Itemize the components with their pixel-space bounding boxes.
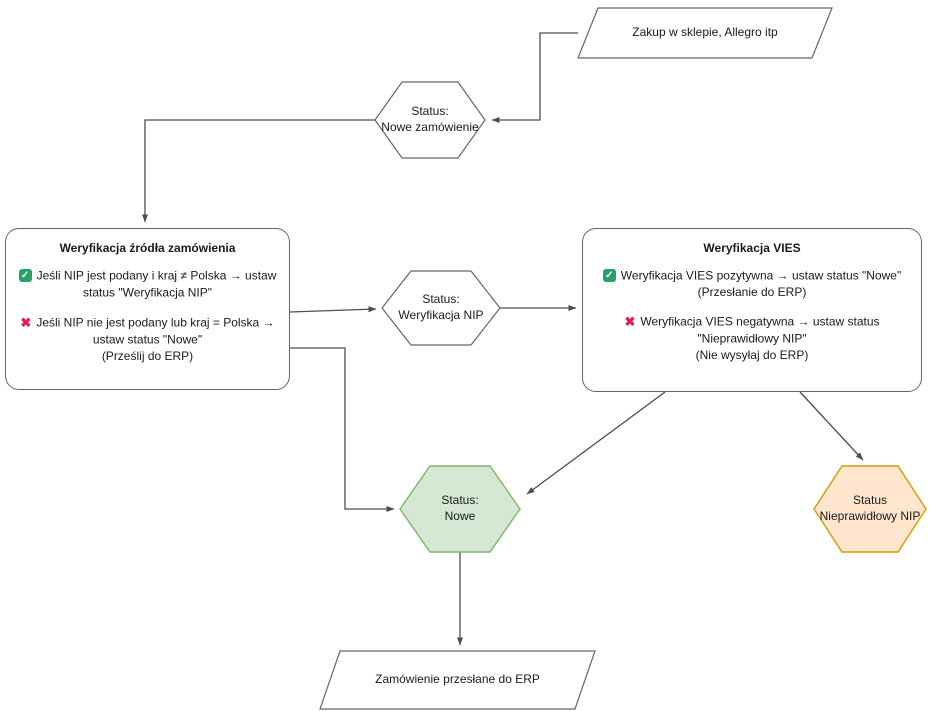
- check-icon: ✓: [602, 269, 616, 283]
- vies-negative-note: (Nie wysyłaj do ERP): [695, 347, 809, 362]
- status-nip-verification-hexagon: [381, 270, 501, 346]
- arrow-vies-to-status-invalid-nip: [799, 391, 864, 461]
- check-icon: ✓: [18, 269, 32, 283]
- source-verification-box: Weryfikacja źródła zamówienia ✓ Jeśli NIP…: [5, 228, 290, 390]
- arrow-source-verification-to-status-nip: [289, 306, 377, 313]
- order-sent-parallelogram: [319, 650, 596, 710]
- vies-negative-text: Weryfikacja VIES negatywna → ustaw statu…: [640, 314, 880, 346]
- source-verification-title: Weryfikacja źródła zamówienia: [59, 241, 236, 255]
- vies-negative-rule: ✖Weryfikacja VIES negatywna → ustaw stat…: [593, 313, 911, 363]
- status-new-order-hexagon: [374, 81, 486, 159]
- source-verification-positive-rule: ✓ Jeśli NIP jest podany i kraj ≠ Polska →…: [16, 267, 279, 301]
- status-new-hexagon: [399, 465, 521, 553]
- source-verification-positive-text: Jeśli NIP jest podany i kraj ≠ Polska → …: [36, 268, 277, 300]
- arrow-status-new-order-to-source-verification: [142, 119, 375, 223]
- vies-verification-title: Weryfikacja VIES: [703, 241, 801, 255]
- source-verification-negative-note: (Prześlij do ERP): [101, 348, 194, 363]
- arrow-vies-to-status-new: [526, 391, 666, 495]
- vies-verification-box: Weryfikacja VIES ✓ Weryfikacja VIES pozyt…: [582, 228, 922, 392]
- vies-positive-text: Weryfikacja VIES pozytywna → ustaw statu…: [620, 268, 902, 283]
- status-invalid-nip-hexagon: [813, 465, 927, 553]
- cross-icon: ✖: [20, 315, 32, 331]
- vies-positive-note: (Przesłanie do ERP): [697, 284, 807, 299]
- arrow-purchase-to-status-new-order: [491, 32, 578, 123]
- source-verification-negative-text: Jeśli NIP nie jest podany lub kraj = Pol…: [36, 315, 275, 347]
- arrow-source-verification-to-status-new: [290, 347, 395, 512]
- purchase-parallelogram: [577, 7, 833, 59]
- vies-positive-rule: ✓ Weryfikacja VIES pozytywna → ustaw stat…: [602, 267, 902, 300]
- source-verification-negative-rule: ✖Jeśli NIP nie jest podany lub kraj = Po…: [16, 314, 279, 364]
- cross-icon: ✖: [624, 314, 636, 330]
